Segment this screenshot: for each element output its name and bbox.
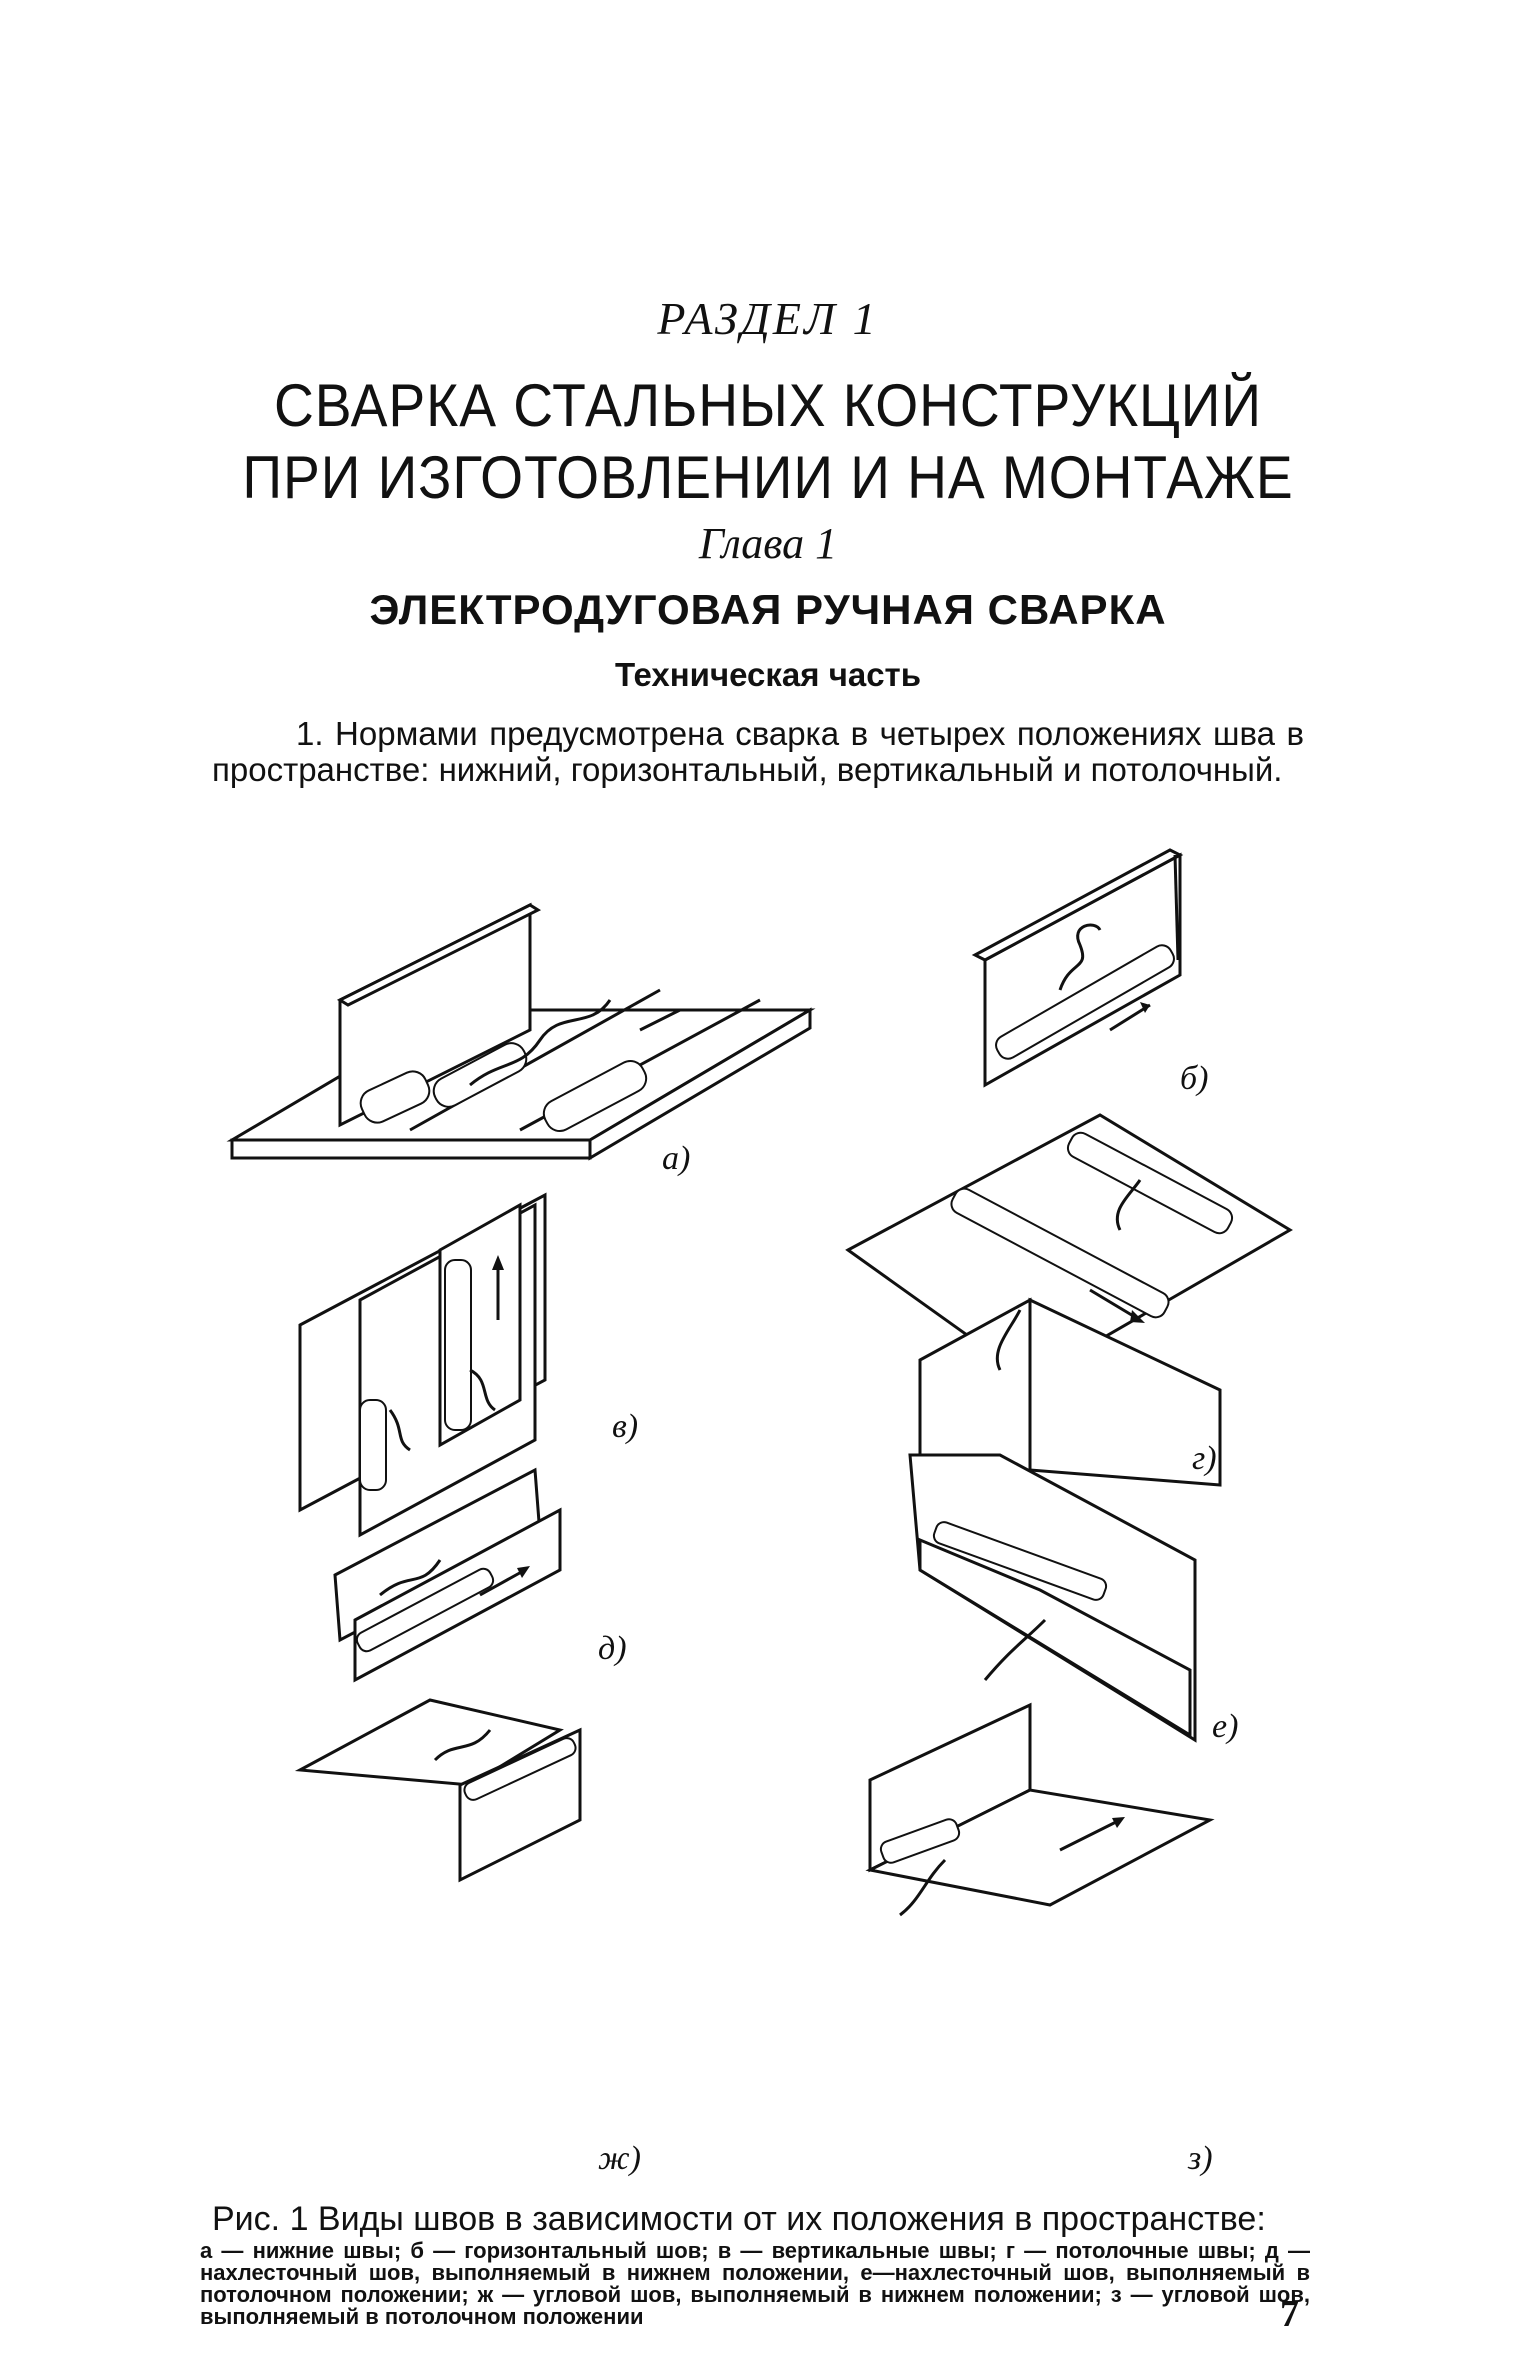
label-v: в) xyxy=(612,1408,639,1445)
weld-bead-zh xyxy=(463,1737,577,1801)
illustration-e xyxy=(908,1453,1197,1743)
illustration-b xyxy=(971,848,1184,1088)
label-zh: ж) xyxy=(598,2140,641,2177)
illustration-zh xyxy=(294,1698,582,1883)
weld-bead-v2 xyxy=(444,1259,472,1431)
paragraph-1: 1. Нормами предусмотрена сварка в четыре… xyxy=(212,715,1304,788)
main-title-line-2: ПРИ ИЗГОТОВЛЕНИИ И НА МОНТАЖЕ xyxy=(242,444,1294,511)
label-a: а) xyxy=(662,1140,691,1177)
electrode-g2 xyxy=(1115,1179,1142,1231)
electrode-z xyxy=(899,1858,947,1917)
section-label: РАЗДЕЛ 1 xyxy=(657,293,879,344)
main-title: СВАРКА СТАЛЬНЫХ КОНСТРУКЦИЙ ПРИ ИЗГОТОВЛ… xyxy=(61,370,1474,514)
main-title-line-1: СВАРКА СТАЛЬНЫХ КОНСТРУКЦИЙ xyxy=(273,372,1263,439)
figure-caption-body: а — нижние швы; б — горизонтальный шов; … xyxy=(200,2238,1310,2329)
figure-caption-title: Рис. 1 Виды швов в зависимости от их пол… xyxy=(212,2200,1266,2238)
chapter-title: ЭЛЕКТРОДУГОВАЯ РУЧНАЯ СВАРКА xyxy=(369,586,1167,633)
electrode-d xyxy=(379,1559,442,1597)
weld-bead-z xyxy=(879,1818,961,1864)
weld-bead-a1 xyxy=(359,1042,648,1133)
weld-bead-d xyxy=(355,1567,495,1653)
weld-bead-e xyxy=(932,1521,1108,1601)
illustration-a xyxy=(226,902,816,1161)
label-g: г) xyxy=(1192,1440,1217,1477)
electrode-v1 xyxy=(388,1409,411,1452)
page-number: 7 xyxy=(1280,2293,1299,2335)
illustration-z xyxy=(865,1702,1215,1917)
label-b: б) xyxy=(1180,1060,1209,1097)
weld-bead-g2 xyxy=(1066,1131,1234,1235)
label-z: з) xyxy=(1188,2140,1213,2177)
electrode-zh xyxy=(433,1729,492,1762)
electrode-b xyxy=(1058,923,1102,991)
electrode-a xyxy=(469,999,612,1087)
weld-bead-b xyxy=(995,944,1175,1060)
subsection-title: Техническая часть xyxy=(614,656,922,693)
electrode-v2 xyxy=(469,1368,496,1412)
illustration-v xyxy=(298,1192,547,1538)
electrode-e xyxy=(983,1618,1047,1681)
weld-bead-g1 xyxy=(950,1187,1170,1319)
label-d: д) xyxy=(598,1630,627,1667)
electrode-g1 xyxy=(995,1309,1022,1371)
weld-bead-v1 xyxy=(359,1399,387,1491)
label-e: е) xyxy=(1212,1708,1239,1745)
illustration-d xyxy=(333,1467,562,1683)
chapter-label: Глава 1 xyxy=(698,519,838,568)
